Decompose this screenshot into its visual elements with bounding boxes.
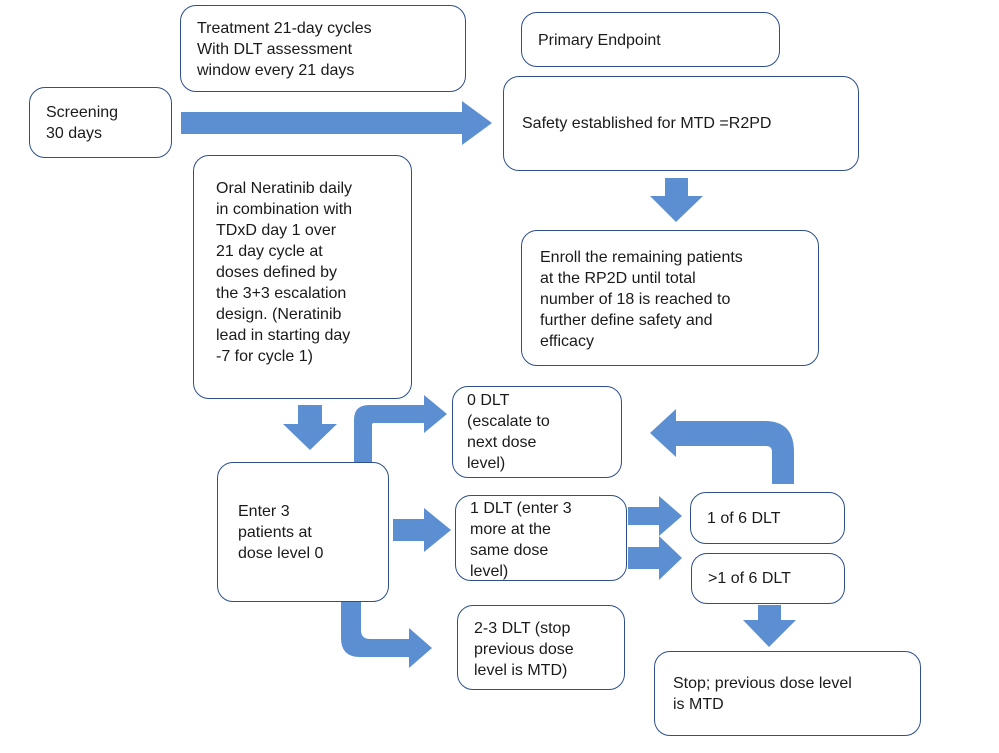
arrow-1of6-to-dlt0 [650, 409, 794, 484]
dlt-0-box: 0 DLT (escalate to next dose level) [452, 386, 622, 478]
enter-3-box: Enter 3 patients at dose level 0 [217, 462, 389, 602]
treatment-box: Treatment 21-day cycles With DLT assessm… [180, 5, 466, 92]
arrow-enter3-to-dlt0 [354, 395, 447, 462]
arrow-screening-to-safety [181, 101, 492, 145]
enter-3-text: Enter 3 patients at dose level 0 [238, 502, 324, 562]
dlt-2-3-box: 2-3 DLT (stop previous dose level is MTD… [457, 605, 625, 690]
screening-box: Screening 30 days [29, 87, 172, 158]
primary-endpoint-box: Primary Endpoint [521, 12, 780, 67]
arrow-gt1of6-to-stop [743, 605, 796, 647]
one-of-six-dlt-box: 1 of 6 DLT [690, 492, 845, 544]
dlt-1-box: 1 DLT (enter 3 more at the same dose lev… [455, 495, 627, 581]
stop-text: Stop; previous dose level is MTD [673, 674, 852, 713]
primary-endpoint-text: Primary Endpoint [538, 32, 661, 49]
gt1-of-six-dlt-box: >1 of 6 DLT [691, 553, 845, 604]
arrow-enter3-to-dlt23 [341, 602, 432, 668]
gt1-of-six-dlt-text: >1 of 6 DLT [708, 570, 791, 587]
safety-box: Safety established for MTD =R2PD [503, 76, 859, 171]
oral-neratinib-box: Oral Neratinib daily in combination with… [193, 155, 412, 399]
arrow-oral-to-enter3 [283, 405, 337, 450]
oral-neratinib-text: Oral Neratinib daily in combination with… [216, 180, 353, 365]
arrow-enter3-to-dlt1 [393, 508, 451, 552]
dlt-0-text: 0 DLT (escalate to next dose level) [467, 392, 550, 472]
safety-text: Safety established for MTD =R2PD [522, 115, 772, 132]
stop-box: Stop; previous dose level is MTD [654, 651, 921, 736]
treatment-text: Treatment 21-day cycles With DLT assessm… [197, 20, 372, 79]
arrow-safety-to-enroll [650, 178, 703, 222]
dlt-1-text: 1 DLT (enter 3 more at the same dose lev… [470, 500, 572, 580]
one-of-six-dlt-text: 1 of 6 DLT [707, 509, 781, 527]
enroll-text: Enroll the remaining patients at the RP2… [540, 249, 743, 350]
enroll-box: Enroll the remaining patients at the RP2… [521, 230, 819, 366]
arrow-dlt1-to-1of6 [628, 496, 682, 536]
screening-text: Screening 30 days [46, 104, 119, 142]
dlt-2-3-text: 2-3 DLT (stop previous dose level is MTD… [474, 620, 574, 679]
arrow-dlt1-to-gt1of6 [628, 536, 682, 580]
